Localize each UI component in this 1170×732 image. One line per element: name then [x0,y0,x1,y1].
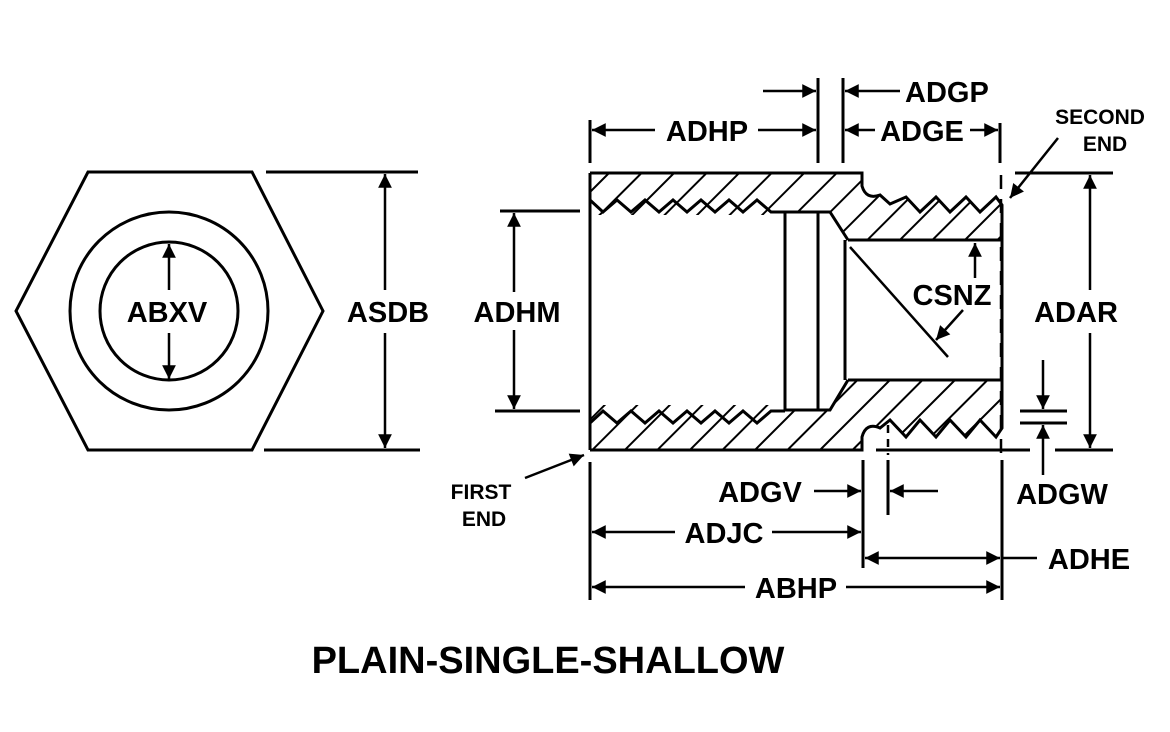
hatch-bottom-wall [590,380,1002,450]
end-view: ABXV ASDB [14,170,429,452]
bottom-wall-outline [590,380,1004,452]
label-first-end-2: END [462,508,506,531]
label-adar: ADAR [1034,297,1118,329]
label-adgw: ADGW [1016,479,1108,511]
diagram-title: PLAIN-SINGLE-SHALLOW [312,640,785,682]
bottom-internal-thread [588,408,785,425]
top-wall-outline [590,171,1004,240]
label-second-end-1: SECOND [1055,106,1145,129]
relief-groove [783,210,820,412]
inner-circle [98,240,240,382]
outer-circle [68,210,270,412]
label-asdb: ASDB [347,297,429,329]
label-adgp: ADGP [905,77,989,109]
label-csnz: CSNZ [913,280,992,312]
label-adge: ADGE [880,116,964,148]
label-adhp: ADHP [666,116,748,148]
countersink-line [849,246,949,358]
label-adjc: ADJC [685,518,764,550]
label-adgv: ADGV [718,477,802,509]
cone-bottom [818,379,850,412]
csnz-arrow-down [935,309,964,341]
second-end-leader [1009,137,1059,199]
top-internal-thread [588,198,785,215]
label-first-end-1: FIRST [451,481,512,504]
label-adhm: ADHM [474,297,561,329]
hex-outline [14,170,325,452]
label-abhp: ABHP [755,573,837,605]
label-adhe: ADHE [1048,544,1130,576]
cone-top [818,210,850,241]
label-second-end-2: END [1083,133,1127,156]
label-abxv: ABXV [127,297,208,329]
first-end-leader [524,453,585,480]
section-view: ADGP ADHP ADGE SECOND END ADHM CSNZ ADAR [451,77,1145,605]
